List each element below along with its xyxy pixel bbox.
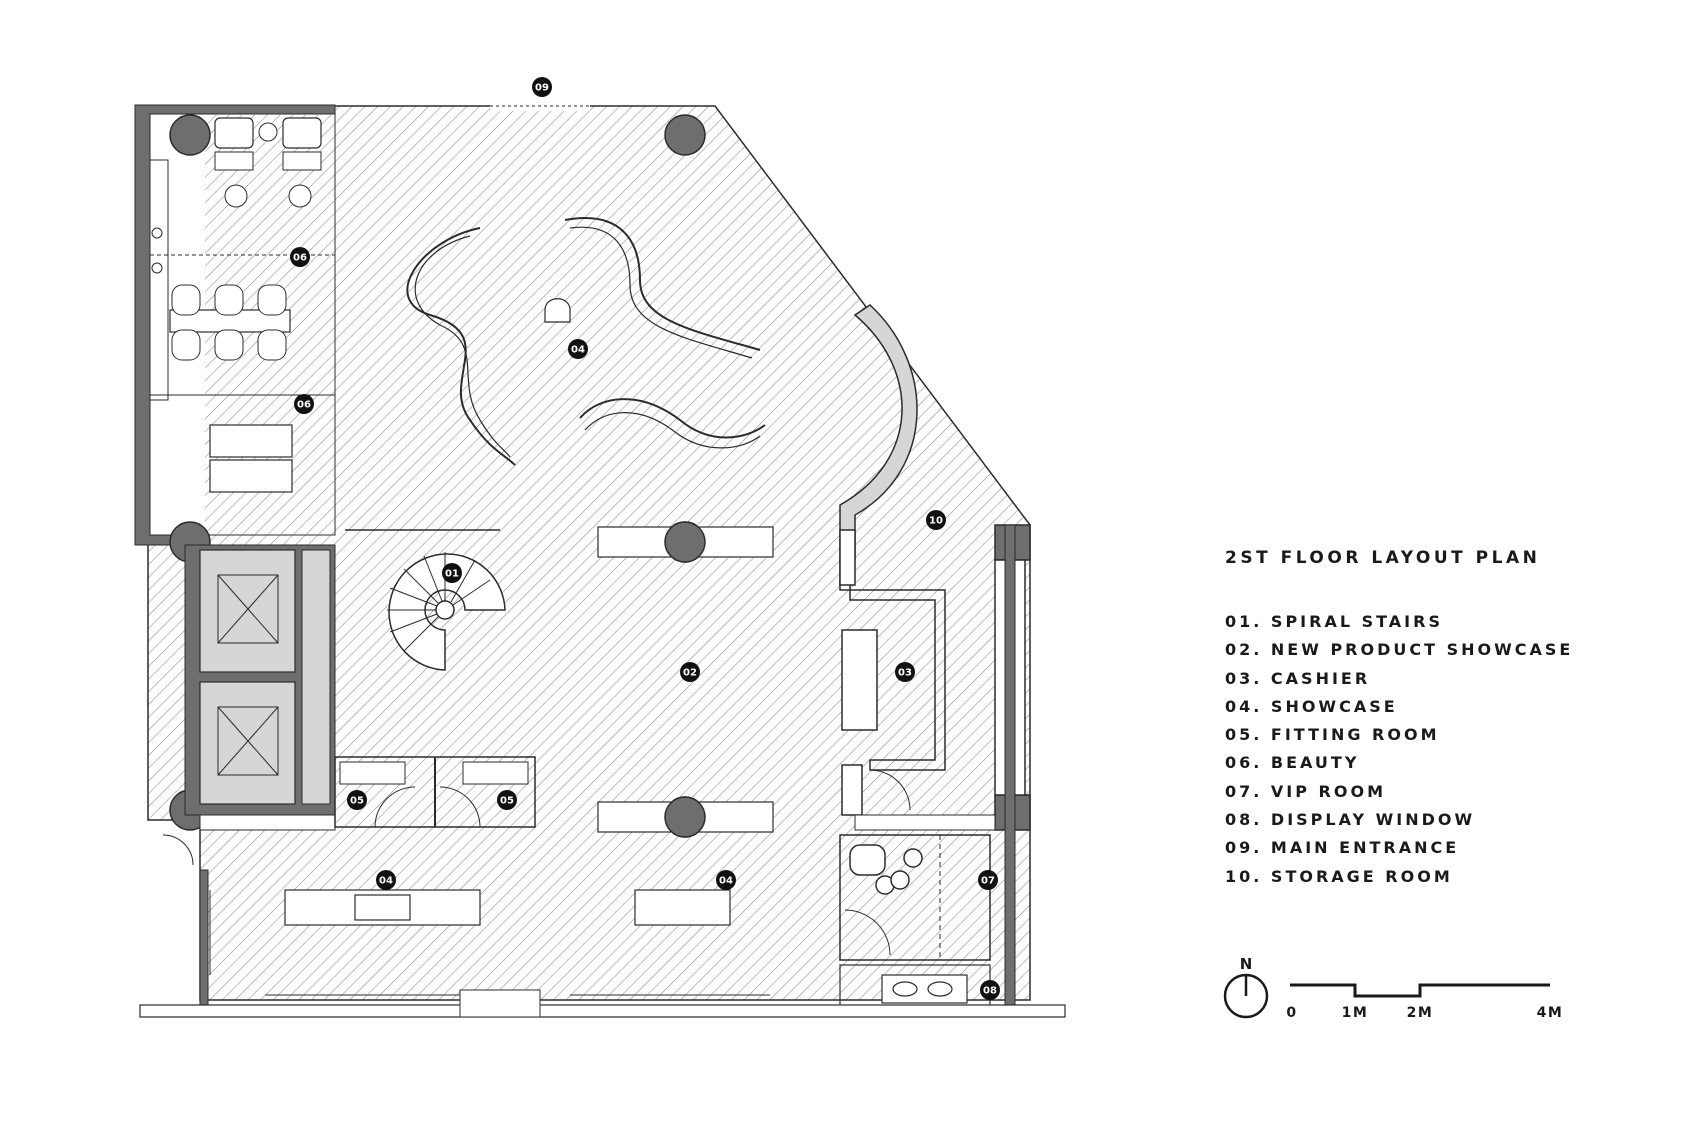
scale-label-1m: 1M [1341, 1005, 1369, 1021]
legend-item: 05. FITTING ROOM [1225, 725, 1440, 745]
room-marker-m07 [978, 870, 998, 890]
room-marker-label: 01 [445, 569, 459, 580]
plan-title: 2ST FLOOR LAYOUT PLAN [1225, 548, 1541, 568]
legend-list: 01. SPIRAL STAIRS 02. NEW PRODUCT SHOWCA… [1225, 608, 1665, 891]
spiral-stairs [387, 552, 506, 671]
legend-item: 10. STORAGE ROOM [1225, 866, 1453, 886]
south-facade [139, 1004, 1066, 1018]
room-marker-label: 08 [983, 986, 997, 997]
room-marker-label: 06 [297, 400, 311, 411]
room-marker-m10 [926, 510, 946, 530]
legend-item: 07. VIP ROOM [1225, 781, 1386, 801]
elevators [184, 544, 336, 816]
fitting-rooms [334, 756, 536, 828]
north-label: N [1239, 955, 1253, 973]
room-marker-label: 05 [500, 796, 514, 807]
showcase-curves [406, 217, 766, 466]
room-marker-m03 [895, 662, 915, 682]
room-marker-m02 [680, 662, 700, 682]
room-marker-label: 04 [719, 876, 733, 887]
legend-item: 04. SHOWCASE [1225, 696, 1398, 716]
room-marker-label: 04 [379, 876, 393, 887]
room-marker-label: 04 [571, 345, 585, 356]
north-arrow [1223, 973, 1269, 1019]
room-marker-label: 07 [981, 876, 995, 887]
room-marker-m04c [716, 870, 736, 890]
room-marker-m05b [497, 790, 517, 810]
legend-item: 02. NEW PRODUCT SHOWCASE [1225, 640, 1574, 660]
room-marker-m04b [376, 870, 396, 890]
scale-label-0: 0 [1286, 1005, 1298, 1021]
cashier-area [839, 529, 1026, 816]
room-marker-m06b [294, 394, 314, 414]
chair-icon [544, 298, 571, 323]
south-showcase-tables [284, 889, 731, 926]
legend-item: 01. SPIRAL STAIRS [1225, 612, 1443, 631]
vip-room [839, 834, 991, 961]
scale-bar [1290, 983, 1550, 998]
display-window [839, 964, 991, 1011]
room-marker-m08 [980, 980, 1000, 1000]
room-marker-label: 03 [898, 668, 912, 679]
legend-item: 06. BEAUTY [1225, 753, 1360, 773]
room-marker-m04a [568, 339, 588, 359]
room-marker-label: 06 [293, 253, 307, 264]
scale-label-4m: 4M [1536, 1005, 1564, 1021]
room-marker-m01 [442, 563, 462, 583]
room-marker-label: 05 [350, 796, 364, 807]
legend: 2ST FLOOR LAYOUT PLAN 01. SPIRAL STAIRS … [1225, 548, 1665, 891]
room-marker-label: 10 [929, 516, 943, 527]
room-marker-m05a [347, 790, 367, 810]
legend-item: 03. CASHIER [1225, 668, 1371, 688]
room-marker-label: 09 [535, 83, 549, 94]
room-marker-m09 [532, 77, 552, 97]
scale-label-2m: 2M [1406, 1005, 1434, 1021]
legend-item: 08. DISPLAY WINDOW [1225, 810, 1476, 830]
scale-labels: 0 1M 2M 4M [0, 1005, 1700, 1025]
legend-item: 09. MAIN ENTRANCE [1225, 838, 1460, 858]
room-marker-m06a [290, 247, 310, 267]
room-marker-label: 02 [683, 668, 697, 679]
